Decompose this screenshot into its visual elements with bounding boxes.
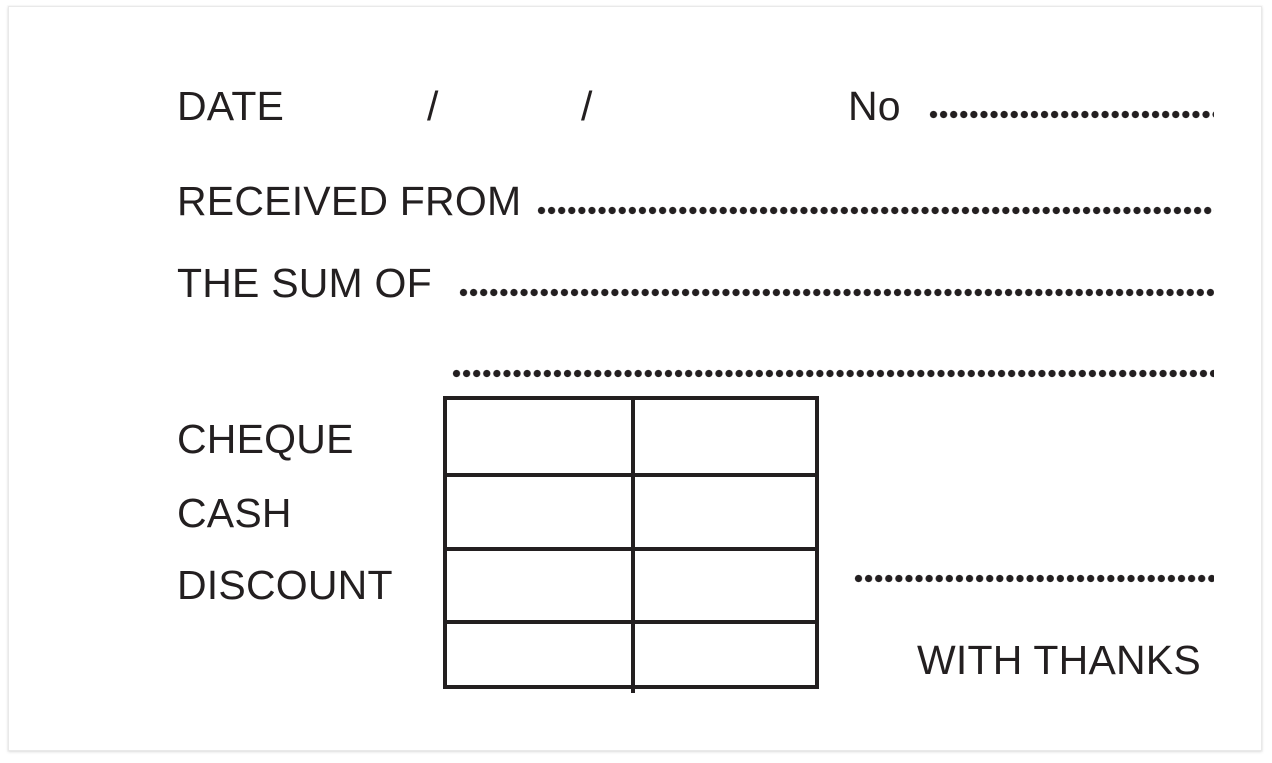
- received-from-input-line[interactable]: [537, 206, 1214, 215]
- table-row: [447, 546, 815, 620]
- receipt-sheet: DATE / / No RECEIVED FROM THE SUM OF CHE…: [9, 7, 1261, 750]
- date-label: DATE: [177, 83, 285, 129]
- receipt-card: DATE / / No RECEIVED FROM THE SUM OF CHE…: [8, 6, 1262, 751]
- amount-cell-discount-minor[interactable]: [631, 550, 815, 620]
- received-from-label: RECEIVED FROM: [177, 178, 522, 224]
- the-sum-of-continuation-line[interactable]: [452, 369, 1214, 378]
- amount-cell-cash-minor[interactable]: [631, 477, 815, 547]
- amount-cell-cash-major[interactable]: [447, 477, 631, 546]
- the-sum-of-label: THE SUM OF: [177, 260, 432, 306]
- payment-row-label-discount: DISCOUNT: [177, 562, 393, 608]
- number-input-line[interactable]: [929, 110, 1214, 119]
- amount-cell-cheque-minor[interactable]: [631, 400, 815, 474]
- table-row: [447, 400, 815, 474]
- date-separator-2-icon: /: [581, 83, 593, 129]
- amount-cell-cheque-major[interactable]: [447, 400, 631, 473]
- the-sum-of-input-line[interactable]: [459, 288, 1214, 297]
- payment-row-label-cheque: CHEQUE: [177, 416, 354, 462]
- payment-row-label-cash: CASH: [177, 490, 292, 536]
- table-row: [447, 473, 815, 547]
- number-label: No: [848, 83, 901, 129]
- amount-cell-total-major[interactable]: [447, 624, 631, 693]
- amount-cell-discount-major[interactable]: [447, 551, 631, 620]
- amount-cell-total-minor[interactable]: [631, 623, 815, 693]
- signature-line[interactable]: [854, 574, 1214, 583]
- table-row: [447, 619, 815, 693]
- with-thanks-label: WITH THANKS: [917, 637, 1201, 683]
- amounts-table: [443, 396, 819, 693]
- date-separator-1-icon: /: [427, 83, 439, 129]
